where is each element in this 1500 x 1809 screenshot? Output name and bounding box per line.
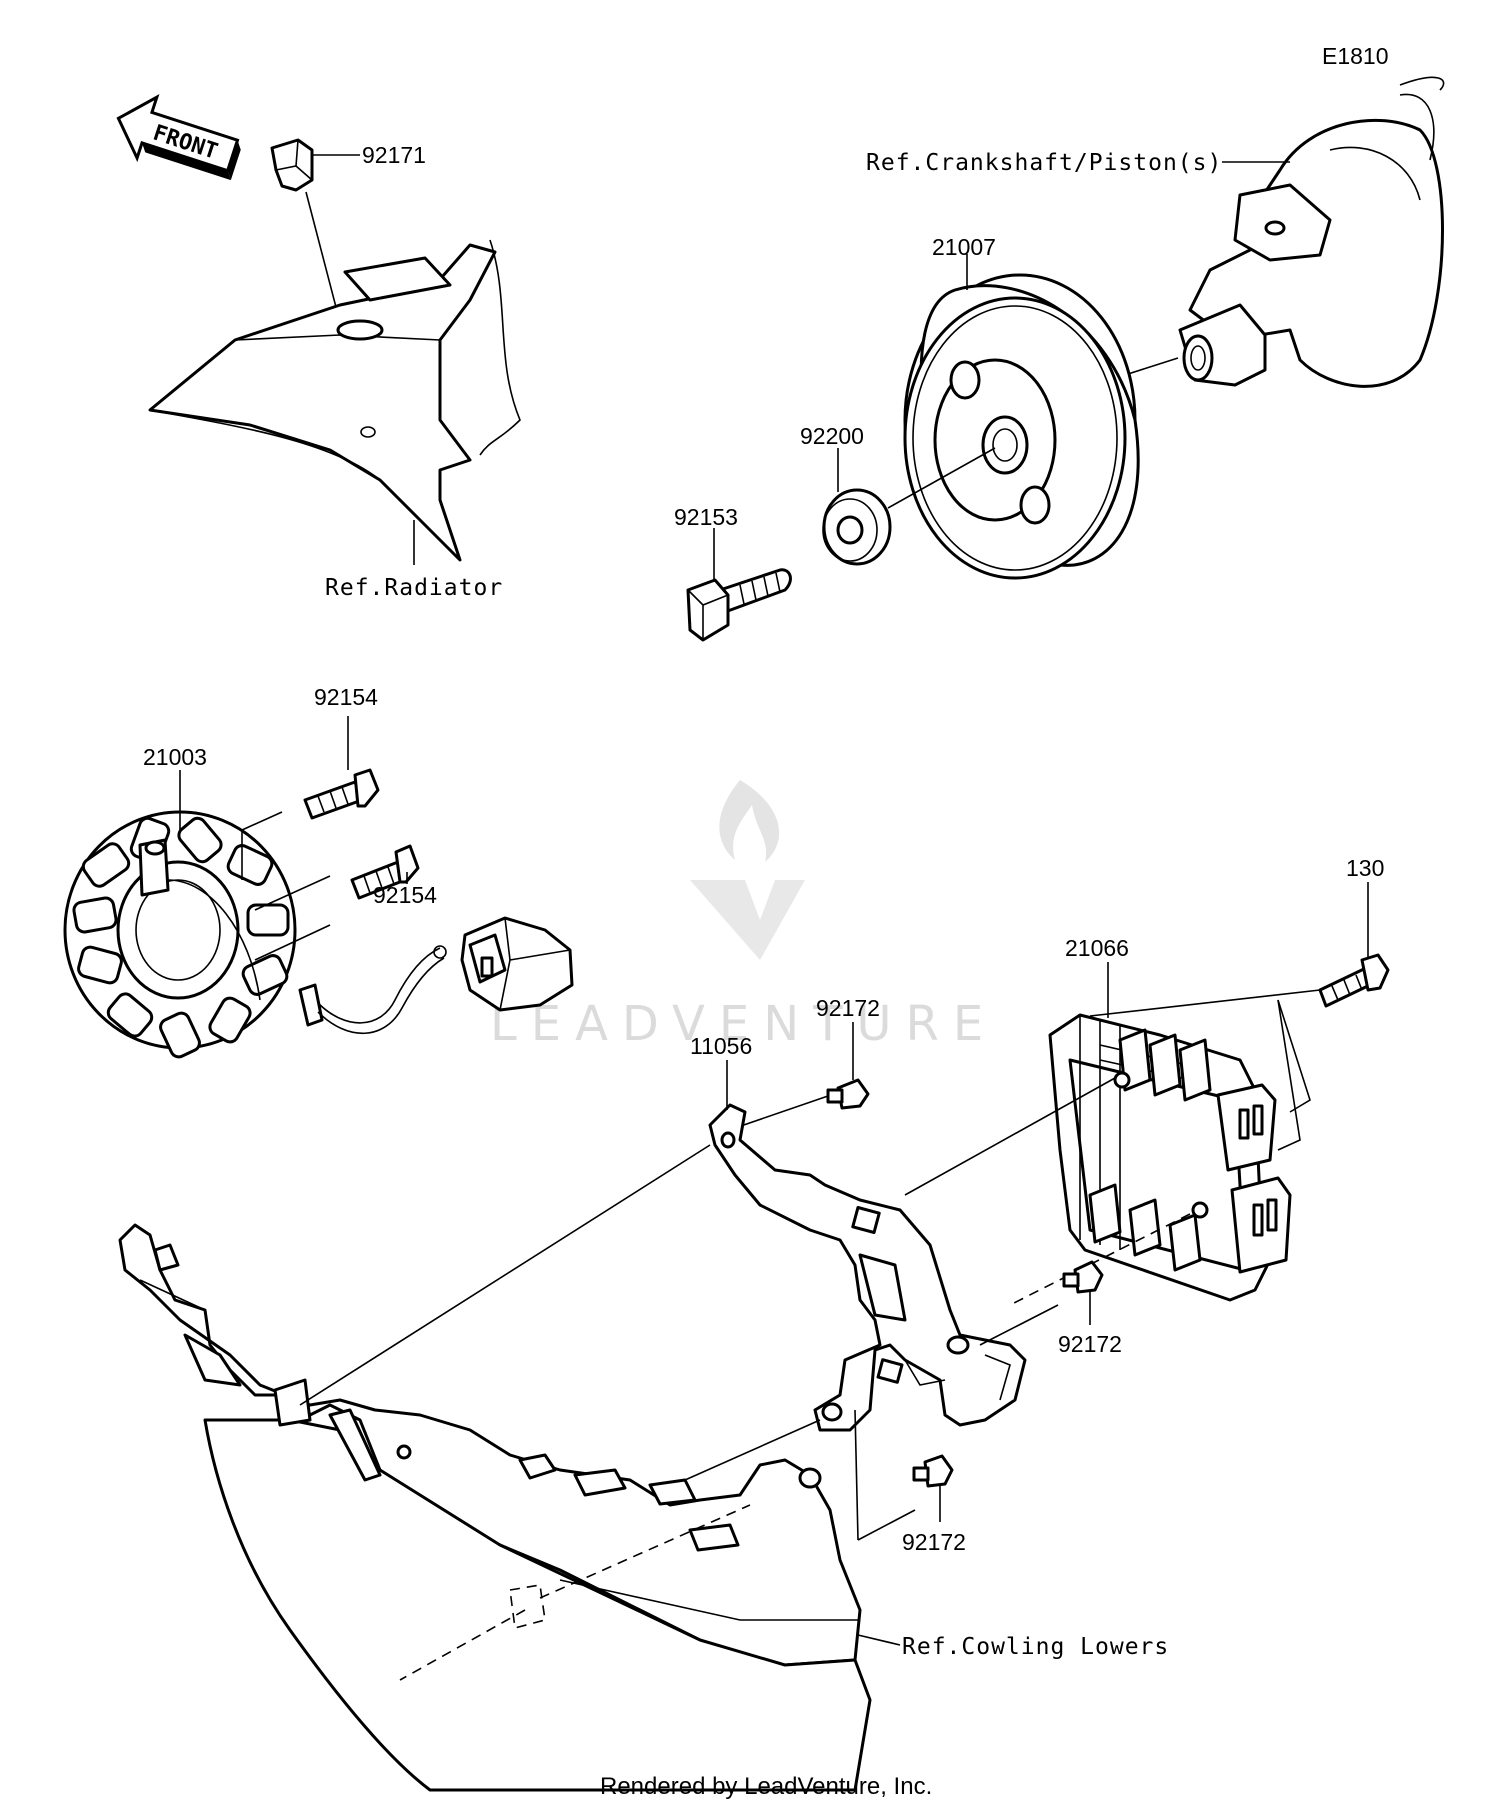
part-label-bracket-bolt-right: 92172 xyxy=(1058,1331,1122,1357)
stator-part xyxy=(63,770,447,1059)
bracket-bolt-bottom-part xyxy=(912,1454,954,1522)
bracket-bolt-top-part xyxy=(734,1022,870,1129)
part-label-clip: 92171 xyxy=(362,142,426,168)
ref-crankshaft: Ref.Crankshaft/Piston(s) xyxy=(866,150,1222,176)
part-label-washer: 92200 xyxy=(800,423,864,449)
part-label-stator-bolt-b: 92154 xyxy=(373,882,437,908)
part-label-stator: 21003 xyxy=(143,744,207,770)
part-label-stator-bolt-a: 92154 xyxy=(314,684,378,710)
stator-bolt-a-part xyxy=(303,716,380,820)
crankshaft-part xyxy=(1127,76,1445,388)
diagram-code: E1810 xyxy=(1322,43,1389,69)
part-label-rotor-bolt: 92153 xyxy=(674,504,738,530)
footer-credit: Rendered by LeadVenture, Inc. xyxy=(600,1773,932,1800)
watermark-text: LEADVENTURE xyxy=(490,996,997,1052)
ref-radiator: Ref.Radiator xyxy=(325,575,503,601)
part-label-bracket-bolt-bottom: 92172 xyxy=(902,1529,966,1555)
cowling-part xyxy=(118,1144,901,1792)
stator-bolt-b-part xyxy=(350,844,420,900)
rotor-part xyxy=(887,254,1140,580)
rotor-bolt-part xyxy=(686,528,792,642)
part-label-regulator: 21066 xyxy=(1065,935,1129,961)
part-label-rotor: 21007 xyxy=(932,234,996,260)
watermark: LEADVENTURE xyxy=(490,780,997,1052)
bracket-part xyxy=(639,1060,1059,1541)
washer-part xyxy=(822,448,892,566)
regulator-bolt-part xyxy=(1089,882,1390,1017)
part-label-bracket: 11056 xyxy=(690,1033,752,1059)
part-label-regulator-bolt: 130 xyxy=(1346,855,1384,881)
regulator-part xyxy=(904,962,1311,1306)
bracket-bolt-right-part xyxy=(1062,1260,1104,1325)
radiator-part xyxy=(148,239,521,565)
part-label-bracket-bolt-top: 92172 xyxy=(816,995,880,1021)
ref-cowling: Ref.Cowling Lowers xyxy=(902,1634,1169,1660)
connector-part xyxy=(460,916,574,1012)
front-arrow-icon: FRONT xyxy=(116,94,241,181)
